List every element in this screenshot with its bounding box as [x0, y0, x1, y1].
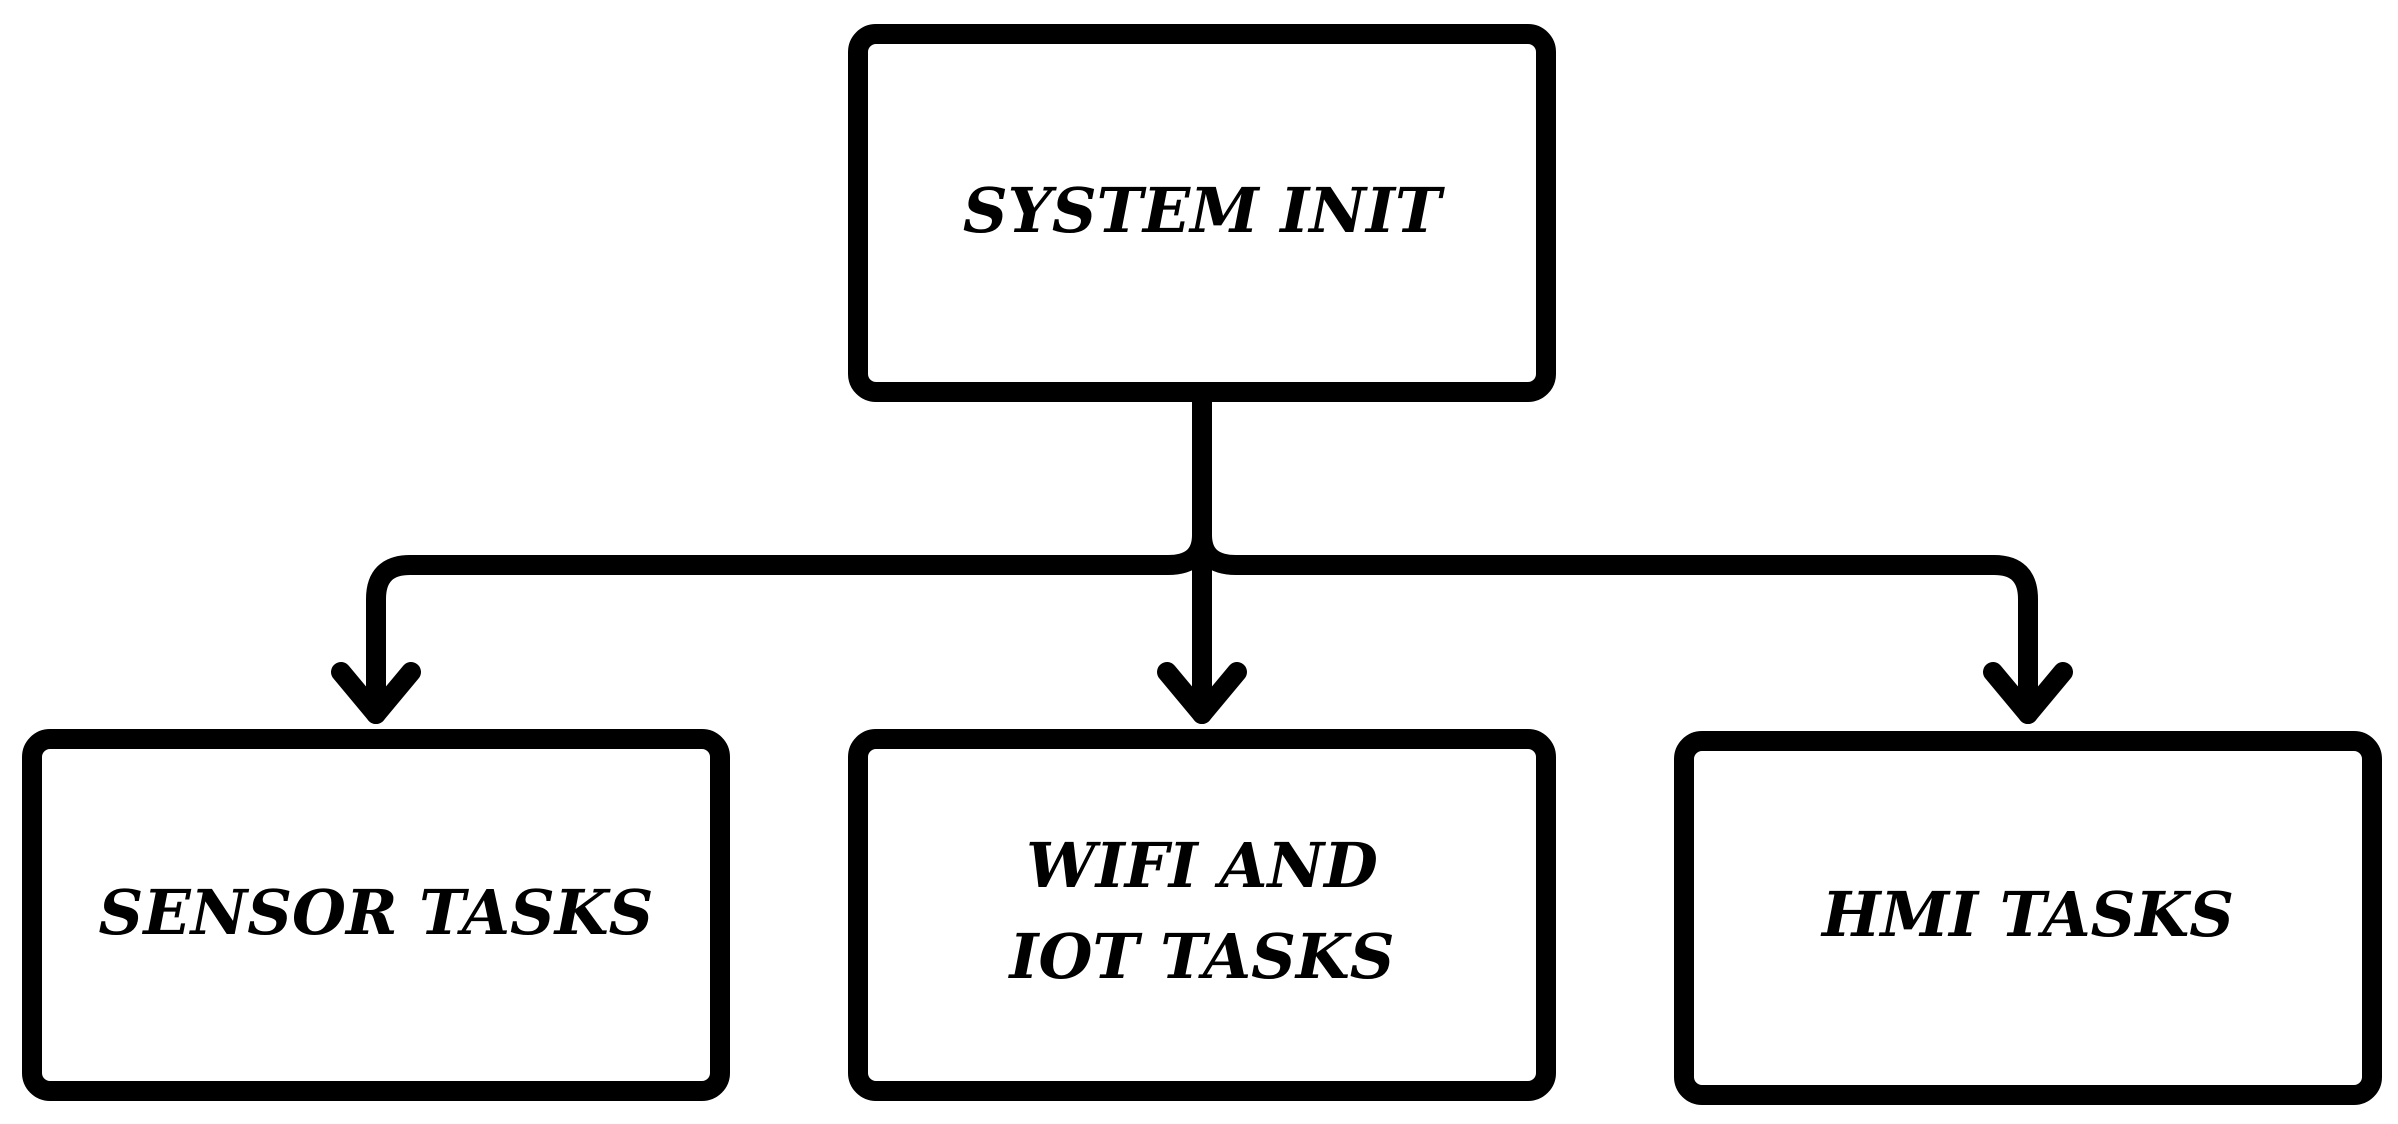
arrowhead-down-icon: [331, 662, 421, 724]
node-wifi-iot-tasks-label-line1: WIFI AND: [1026, 829, 1378, 902]
node-sensor-tasks-box: [22, 729, 730, 1101]
node-system-init-label: SYSTEM INIT: [963, 174, 1445, 247]
node-wifi-iot-tasks: WIFI AND IOT TASKS: [848, 729, 1556, 1101]
arrowheads: [331, 662, 2073, 724]
connector-to-sensor-tasks: [366, 525, 1212, 724]
node-hmi-tasks: HMI TASKS: [1674, 731, 2382, 1105]
node-system-init: SYSTEM INIT: [848, 24, 1556, 402]
arrowhead-down-icon: [1157, 662, 1247, 724]
node-wifi-iot-tasks-box: [848, 729, 1556, 1101]
node-system-init-box: [848, 24, 1556, 402]
node-hmi-tasks-box: [1674, 731, 2382, 1105]
node-sensor-tasks-label: SENSOR TASKS: [99, 876, 654, 949]
connector-to-hmi-tasks: [1192, 525, 2038, 724]
arrowhead-down-icon: [1983, 662, 2073, 724]
connectors: [366, 386, 2038, 724]
node-sensor-tasks: SENSOR TASKS: [22, 729, 730, 1101]
node-wifi-iot-tasks-label-line2: IOT TASKS: [1007, 920, 1394, 993]
node-hmi-tasks-label: HMI TASKS: [1820, 878, 2234, 951]
